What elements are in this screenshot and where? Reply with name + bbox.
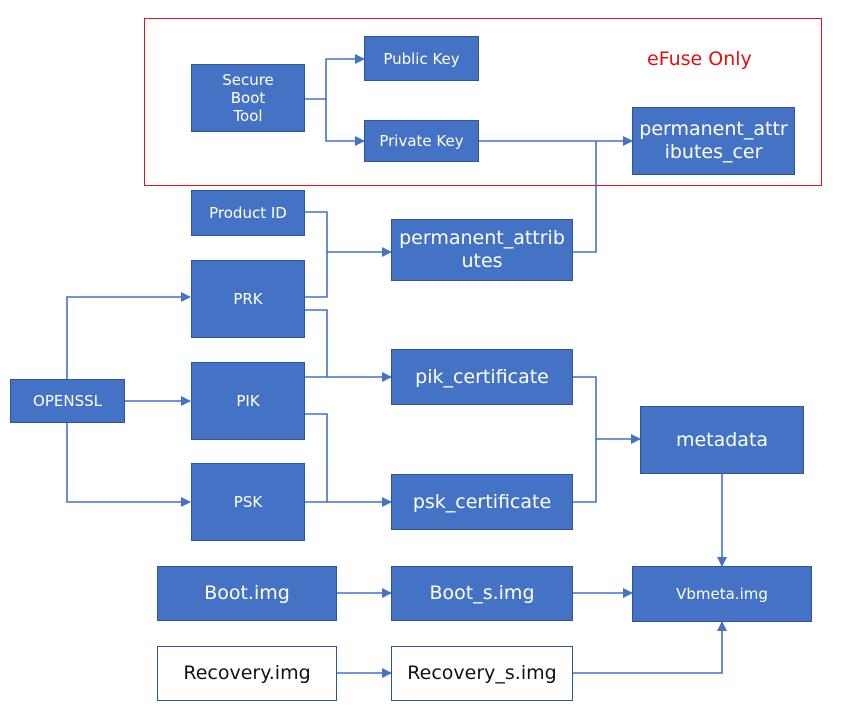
arrow-pik-psk-to-psk-certificate: [305, 413, 392, 507]
arrow-product-id-to-attributes: [305, 211, 392, 257]
line-prk-to-attributes: [305, 252, 328, 298]
recovery-img-node: Recovery.img: [157, 646, 337, 701]
boot-s-img-node: Boot_s.img: [391, 566, 573, 621]
efuse-region: [144, 18, 822, 186]
line-permanent-attributes-to-cer: [573, 141, 597, 253]
efuse-region-label: eFuse Only: [647, 48, 752, 70]
boot-img-node: Boot.img: [157, 566, 337, 621]
pik-node: PIK: [191, 362, 305, 440]
product-id-node: Product ID: [191, 190, 305, 236]
arrow-certificates-to-metadata: [573, 376, 641, 444]
permanent-attributes-node: permanent_attributes: [391, 219, 573, 281]
arrow-tool-to-private-key: [325, 99, 365, 146]
arrow-recovery-s-to-vbmeta: [573, 621, 727, 674]
private-key-node: Private Key: [364, 120, 479, 162]
psk-node: PSK: [191, 463, 305, 541]
arrow-openssl-to-prk: [66, 292, 191, 379]
prk-node: PRK: [191, 260, 305, 338]
arrow-openssl-to-psk: [66, 423, 191, 507]
openssl-node: OPENSSL: [10, 379, 125, 423]
arrow-tool-to-public-key: [305, 54, 365, 100]
arrow-prk-pik-to-pik-certificate: [305, 309, 392, 382]
pik-certificate-node: pik_certificate: [391, 349, 573, 405]
psk-certificate-node: psk_certificate: [391, 474, 573, 530]
line-psk-certificate-to-metadata: [573, 439, 597, 503]
recovery-s-img-node: Recovery_s.img: [391, 646, 573, 701]
secure-boot-tool-node: Secure Boot Tool: [191, 64, 305, 132]
public-key-node: Public Key: [364, 36, 479, 81]
vbmeta-img-node: Vbmeta.img: [632, 566, 812, 622]
permanent-attributes-cer-node: permanent_attributes_cer: [632, 107, 795, 175]
metadata-node: metadata: [640, 406, 804, 474]
